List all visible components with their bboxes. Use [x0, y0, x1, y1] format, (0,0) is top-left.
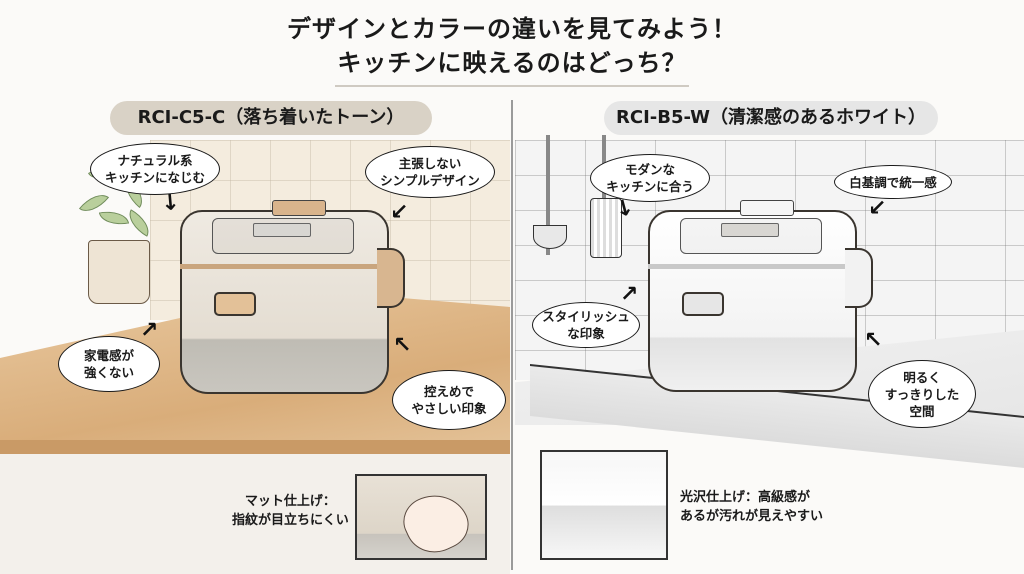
callout-white-unified: 白基調で統一感: [834, 165, 952, 199]
arrow-icon: ↙: [868, 196, 887, 221]
glossy-caption: 光沢仕上げ：高級感が あるが汚れが見えやすい: [680, 490, 824, 524]
glossy-finish-inset: [540, 450, 668, 560]
callout-gentle-impression: 控えめで やさしい印象: [392, 370, 506, 430]
lcd-display: [721, 223, 779, 237]
spatula-icon: [590, 198, 622, 258]
arrow-icon: ↗: [140, 318, 159, 343]
lid-latch: [682, 292, 724, 316]
model-label-right: RCI-B5-W（清潔感のあるホワイト）: [604, 101, 938, 135]
control-panel: [212, 218, 354, 254]
callout-modern-kitchen: モダンな キッチンに合う: [590, 154, 710, 202]
hand-icon: [395, 483, 477, 558]
ladle-icon: [533, 225, 567, 249]
arrow-icon: ↖: [864, 328, 883, 353]
wood-counter-edge: [0, 440, 510, 454]
arrow-icon: ↙: [390, 200, 409, 225]
title-line-2: キッチンに映えるのはどっち？: [337, 49, 687, 77]
arrow-icon: ↗: [620, 282, 639, 307]
lid-latch: [214, 292, 256, 316]
accent-band: [648, 264, 853, 269]
title-line-1: デザインとカラーの違いを見てみよう！: [287, 15, 737, 43]
page-title: デザインとカラーの違いを見てみよう！ キッチンに映えるのはどっち？: [0, 12, 1024, 80]
rice-cooker-icon: [648, 200, 873, 392]
arrow-icon: ↖: [393, 333, 412, 358]
callout-not-appliance-like: 家電感が 強くない: [58, 336, 160, 392]
callout-stylish: スタイリッシュ な印象: [532, 302, 640, 348]
control-panel: [680, 218, 822, 254]
plant-pot: [88, 240, 150, 304]
panel-divider: [511, 100, 513, 570]
accent-band: [180, 264, 385, 269]
steam-vent: [272, 200, 326, 216]
rice-cooker-icon: [180, 200, 405, 394]
matte-caption: マット仕上げ： 指紋が目立ちにくい: [232, 494, 349, 528]
lcd-display: [253, 223, 311, 237]
carry-handle: [377, 248, 405, 308]
carry-handle: [845, 248, 873, 308]
callout-natural-kitchen: ナチュラル系 キッチンになじむ: [90, 143, 220, 195]
matte-finish-inset: [355, 474, 487, 560]
steam-vent: [740, 200, 794, 216]
model-label-left: RCI-C5-C（落ち着いたトーン）: [110, 101, 432, 135]
callout-bright-space: 明るく すっきりした 空間: [868, 360, 976, 428]
callout-simple-design: 主張しない シンプルデザイン: [365, 146, 495, 198]
ladle-handle: [546, 135, 550, 255]
title-underline: [335, 85, 689, 87]
